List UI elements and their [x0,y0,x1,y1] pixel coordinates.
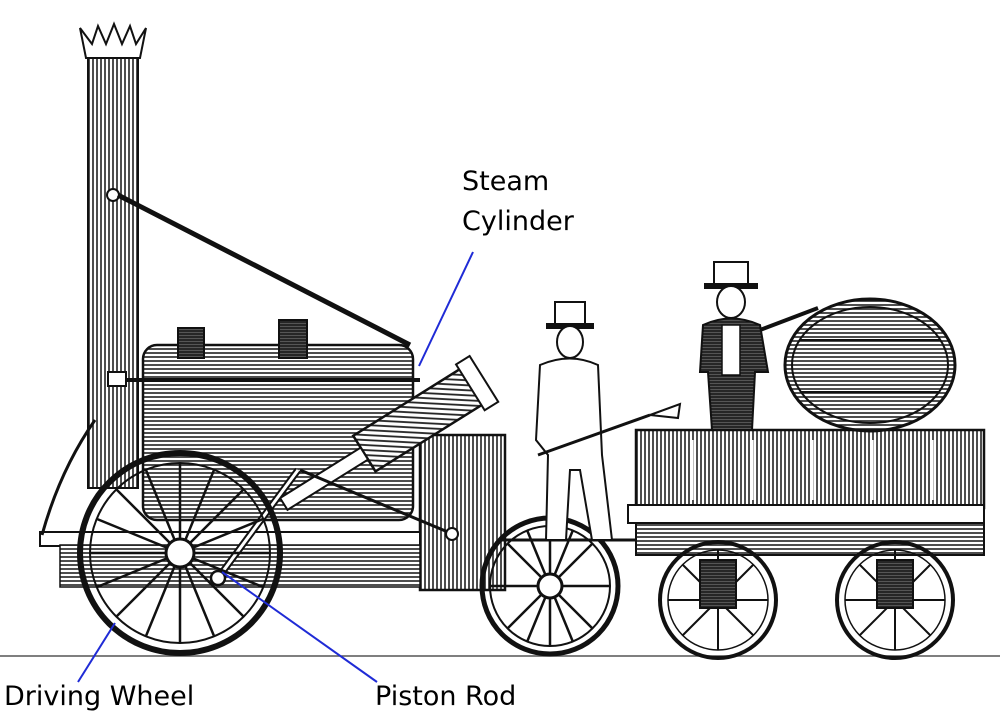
steam-cylinder-label-line1: Steam [462,166,550,197]
piston-rod-mechanism [209,467,459,587]
piston-rod-label: Piston Rod [375,681,517,712]
driving-wheel-label: Driving Wheel [4,681,195,712]
steam-cylinder-label-line2: Cylinder [462,206,574,237]
steam-cylinder [278,354,500,512]
firebox [418,433,507,592]
leader-line-steam-cylinder [418,251,474,367]
stay-rod [116,192,412,348]
driver-figure [698,261,819,431]
water-barrel [783,297,957,433]
leader-line-piston-rod [221,571,378,683]
leader-line-driving-wheel [77,622,116,683]
chimney [79,21,147,489]
fireman-figure [534,301,682,541]
steam-cylinder-label: Steam Cylinder [462,168,574,235]
tender-wheel-rear [835,540,955,660]
driving-wheel [77,450,283,656]
tender-wheel-front [658,540,778,660]
